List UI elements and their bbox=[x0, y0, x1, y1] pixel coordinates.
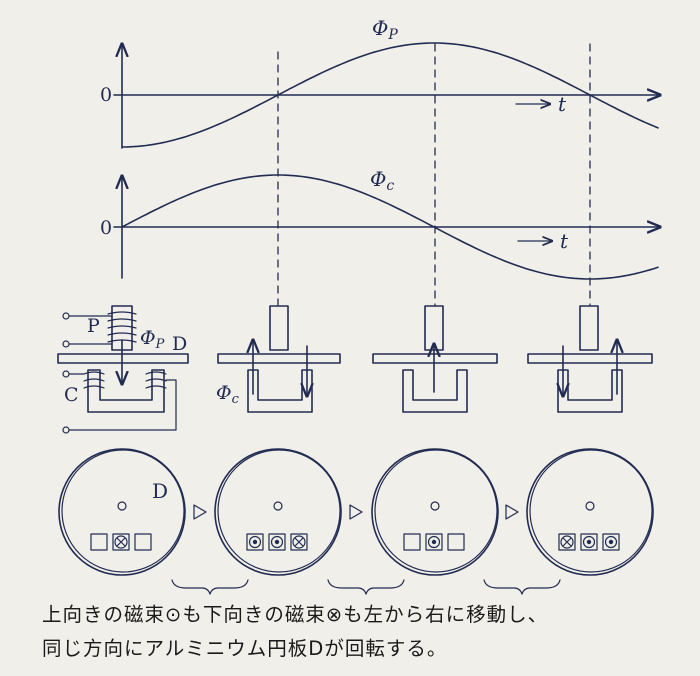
phi-c-label: Φc bbox=[370, 167, 394, 194]
phi-p-curve bbox=[121, 42, 659, 148]
disk-label-device: D bbox=[172, 333, 187, 355]
zero-label-bottom: 0 bbox=[100, 217, 112, 239]
flux-marker-empty bbox=[134, 533, 152, 551]
disk-axle bbox=[117, 501, 127, 511]
flux-marker-empty bbox=[447, 533, 465, 551]
phi-p-label: ΦP bbox=[372, 16, 398, 43]
terminal bbox=[62, 312, 70, 320]
graph-phi-p: 0 ΦP t bbox=[100, 16, 660, 149]
graph-phi-c: 0 Φc t bbox=[100, 167, 660, 280]
flux-marker-cross bbox=[112, 533, 130, 551]
disk-axle bbox=[273, 501, 283, 511]
caption-line-2: 同じ方向にアルミニウム円板Dが回転する。 bbox=[42, 637, 448, 660]
disk-rim bbox=[61, 449, 185, 573]
disk-rim bbox=[529, 449, 653, 573]
flux-marker-cross bbox=[290, 533, 308, 551]
aluminum-disk bbox=[214, 448, 342, 576]
flux-marker-dot bbox=[580, 533, 598, 551]
disk-axle bbox=[430, 501, 440, 511]
disk-rim bbox=[374, 449, 498, 573]
disk-axle bbox=[585, 501, 595, 511]
state-device-2 bbox=[372, 305, 498, 413]
brace-3 bbox=[483, 579, 561, 595]
coil-c-label: C bbox=[64, 384, 79, 406]
next-triangle-2 bbox=[349, 504, 363, 520]
t-label-bottom: t bbox=[560, 229, 569, 253]
state-device-1 bbox=[217, 305, 341, 413]
flux-marker-cross bbox=[558, 533, 576, 551]
brace-2 bbox=[327, 579, 405, 595]
terminal bbox=[62, 370, 70, 378]
next-triangle-1 bbox=[193, 504, 207, 520]
phi-c-curve bbox=[121, 174, 659, 280]
flux-marker-dot bbox=[268, 533, 286, 551]
disk-rim bbox=[217, 449, 341, 573]
disk-edge bbox=[57, 353, 189, 364]
p-coil bbox=[107, 311, 137, 343]
t-label-top: t bbox=[558, 92, 567, 116]
aluminum-disk bbox=[526, 448, 654, 576]
flux-marker-empty bbox=[90, 533, 108, 551]
caption: 上向きの磁束⊙も下向きの磁束⊗も左から右に移動し、 同じ方向にアルミニウム円板D… bbox=[42, 598, 692, 666]
flux-p-label: ΦP bbox=[140, 327, 165, 352]
flux-marker-empty bbox=[403, 533, 421, 551]
terminal bbox=[62, 426, 70, 434]
state-device-3 bbox=[527, 305, 653, 413]
caption-line-1: 上向きの磁束⊙も下向きの磁束⊗も左から右に移動し、 bbox=[42, 603, 549, 626]
flux-c-label: Φc bbox=[216, 382, 240, 407]
disk-sequence: D bbox=[58, 448, 654, 576]
next-triangle-3 bbox=[505, 504, 519, 520]
terminal bbox=[62, 340, 70, 348]
coil-p-label: P bbox=[87, 315, 100, 337]
flux-marker-dot bbox=[602, 533, 620, 551]
disk-label: D bbox=[152, 479, 168, 503]
brace-1 bbox=[171, 579, 249, 595]
c-coil bbox=[83, 371, 167, 389]
c-core bbox=[87, 369, 165, 413]
flux-marker-dot bbox=[246, 533, 264, 551]
zero-label-top: 0 bbox=[100, 84, 112, 106]
aluminum-disk bbox=[58, 448, 186, 576]
flux-marker-dot bbox=[425, 533, 443, 551]
device-diagram: P ΦP D C bbox=[57, 305, 189, 434]
aluminum-disk bbox=[371, 448, 499, 576]
